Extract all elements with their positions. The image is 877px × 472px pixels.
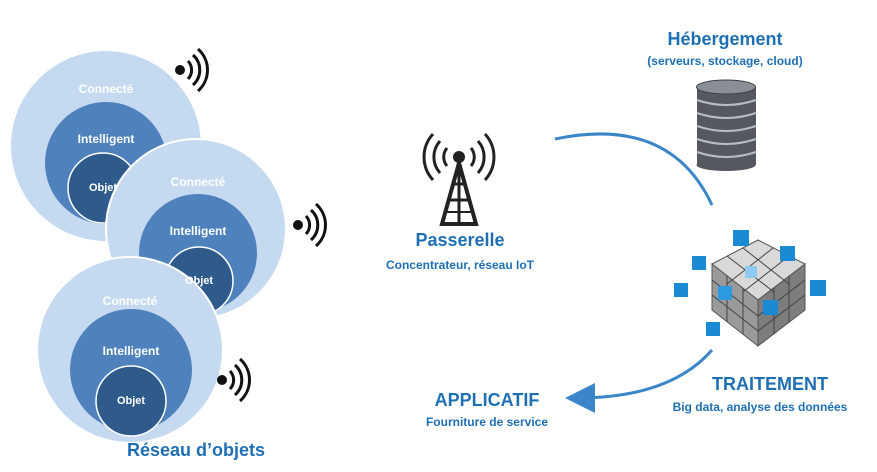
- gateway-subtitle: Concentrateur, réseau IoT: [385, 258, 535, 272]
- object-label-2: Objet: [184, 275, 214, 287]
- wifi-signal-icon: [217, 357, 251, 403]
- application-title: APPLICATIF: [434, 390, 540, 410]
- wifi-signal-icon: [293, 202, 327, 248]
- connected-object-3: [36, 256, 251, 444]
- processing-to-application-arrow: [565, 349, 714, 413]
- hosting-title: Hébergement: [667, 29, 783, 49]
- intelligent-label-3: Intelligent: [102, 344, 160, 358]
- intelligent-label-2: Intelligent: [169, 224, 227, 238]
- processing-title: TRAITEMENT: [712, 374, 828, 394]
- intelligent-label-1: Intelligent: [77, 132, 135, 146]
- gateway-title: Passerelle: [415, 230, 505, 250]
- antenna-tower-icon: [422, 132, 496, 226]
- cube-icon: [674, 230, 826, 348]
- network-label: Réseau d’objets: [126, 440, 266, 460]
- gateway-to-hosting-arrow: [554, 132, 714, 206]
- application-subtitle: Fourniture de service: [425, 415, 549, 429]
- connected-label-1: Connecté: [78, 82, 134, 96]
- database-icon: [696, 79, 757, 171]
- object-label-3: Objet: [116, 395, 146, 407]
- processing-subtitle: Big data, analyse des données: [672, 400, 848, 414]
- hosting-subtitle: (serveurs, stockage, cloud): [647, 54, 803, 68]
- connected-label-2: Connecté: [170, 175, 226, 189]
- connected-label-3: Connecté: [102, 294, 158, 308]
- object-label-1: Objet: [88, 182, 118, 194]
- wifi-signal-icon: [175, 47, 209, 93]
- object-circle: [95, 365, 167, 437]
